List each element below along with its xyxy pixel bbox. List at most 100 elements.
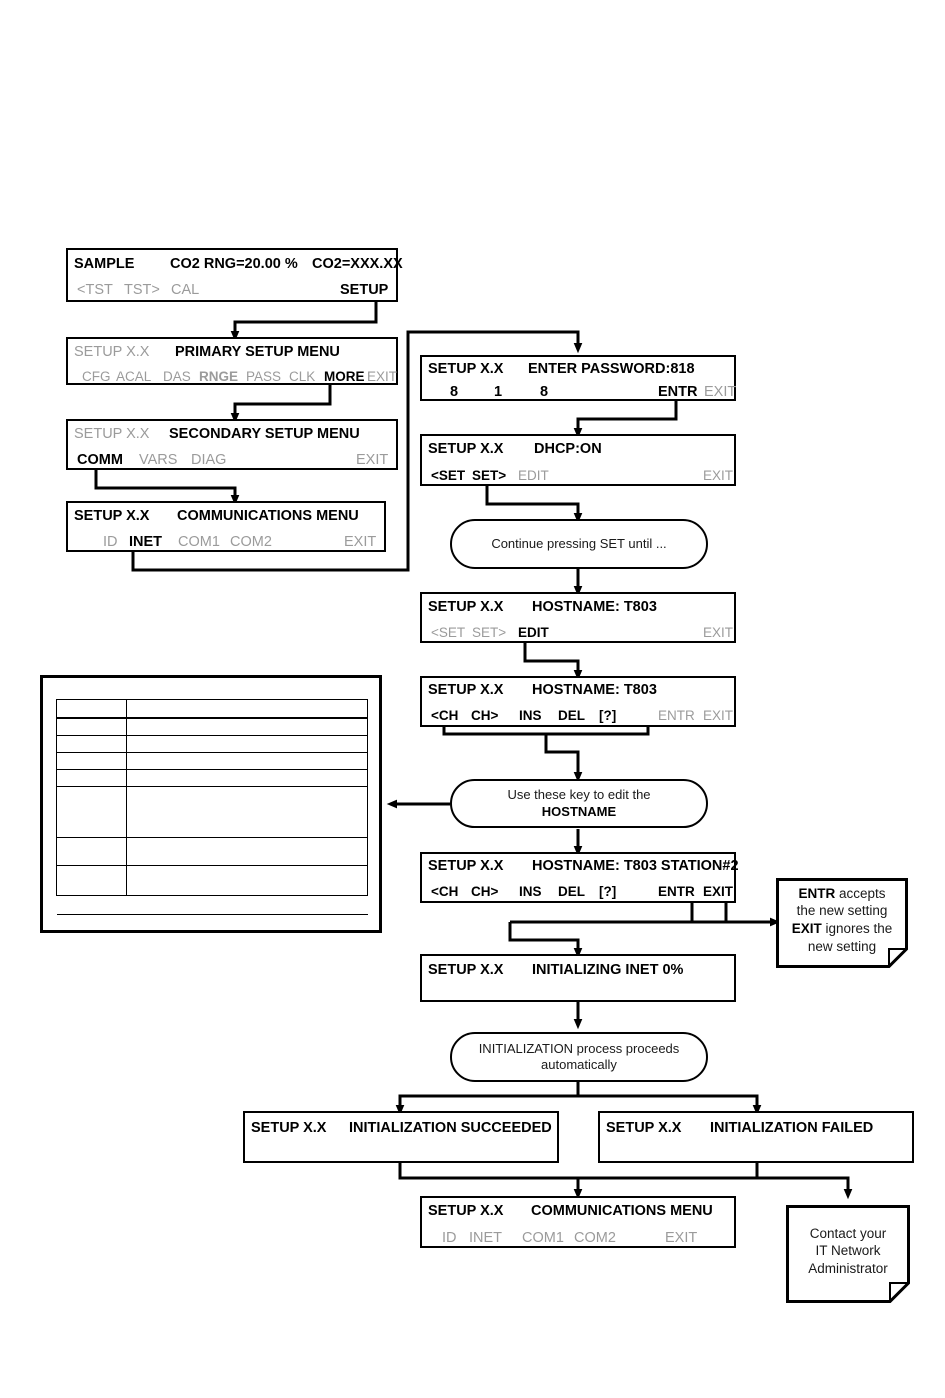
screen-sample: SAMPLE CO2 RNG=20.00 % CO2=XXX.XX <TST T… xyxy=(66,248,403,302)
key-entr[interactable]: ENTR xyxy=(658,884,695,899)
key-question[interactable]: [?] xyxy=(599,884,617,899)
key-exit[interactable]: EXIT xyxy=(703,468,734,483)
key-clk[interactable]: CLK xyxy=(289,369,316,384)
key-pass[interactable]: PASS xyxy=(246,369,282,384)
key-set-next[interactable]: SET> xyxy=(472,625,507,640)
note-use-these-keys: Use these key to edit the HOSTNAME xyxy=(450,779,708,828)
screen-hostname-view: SETUP X.X HOSTNAME: T803 <SET SET> EDIT … xyxy=(420,592,736,643)
key-question[interactable]: [?] xyxy=(599,708,617,723)
entr-keyword: ENTR xyxy=(798,885,836,901)
key-id[interactable]: ID xyxy=(103,534,118,550)
key-set-next[interactable]: SET> xyxy=(472,468,507,483)
screen-title: COMMUNICATIONS MENU xyxy=(177,508,359,524)
note-line2: automatically xyxy=(541,1057,617,1072)
key-edit[interactable]: EDIT xyxy=(518,625,549,640)
mode-label: SETUP X.X xyxy=(428,599,504,615)
key-ch-prev[interactable]: <CH xyxy=(431,708,459,723)
note-text-prefix: Use these key to edit the xyxy=(507,787,651,803)
table-cell-key xyxy=(56,786,127,838)
screen-title: INITIALIZATION SUCCEEDED xyxy=(349,1120,552,1136)
key-ins[interactable]: INS xyxy=(519,884,542,899)
contact-line2: IT Network xyxy=(815,1243,881,1259)
table-cell-desc xyxy=(126,895,368,915)
key-exit[interactable]: EXIT xyxy=(704,384,737,400)
key-diag[interactable]: DIAG xyxy=(191,452,227,468)
note-initialization-automatic: INITIALIZATION process proceeds automati… xyxy=(450,1032,708,1082)
mode-label: SETUP X.X xyxy=(428,682,504,698)
key-com2[interactable]: COM2 xyxy=(574,1230,616,1246)
key-tst-prev[interactable]: <TST xyxy=(77,282,113,298)
key-entr[interactable]: ENTR xyxy=(658,384,698,400)
key-ch-next[interactable]: CH> xyxy=(471,708,499,723)
table-cell-key xyxy=(56,735,127,753)
note-entr-exit: ENTR accepts the new setting EXIT ignore… xyxy=(776,878,908,968)
screen-title: COMMUNICATIONS MENU xyxy=(531,1203,713,1219)
key-exit[interactable]: EXIT xyxy=(665,1230,698,1246)
key-ins[interactable]: INS xyxy=(519,708,542,723)
key-com1[interactable]: COM1 xyxy=(522,1230,564,1246)
key-set-prev[interactable]: <SET xyxy=(431,625,466,640)
key-exit[interactable]: EXIT xyxy=(367,369,398,384)
table-cell-desc xyxy=(126,769,368,787)
mode-label: SETUP X.X xyxy=(428,361,504,377)
password-digit-3[interactable]: 8 xyxy=(540,384,549,400)
key-reference-table-body xyxy=(56,699,368,915)
key-com2[interactable]: COM2 xyxy=(230,534,272,550)
table-cell-key xyxy=(56,769,127,787)
key-exit[interactable]: EXIT xyxy=(356,452,389,468)
contact-line1: Contact your xyxy=(809,1225,887,1241)
screen-dhcp: SETUP X.X DHCP:ON <SET SET> EDIT EXIT xyxy=(420,434,736,486)
key-more[interactable]: MORE xyxy=(324,369,365,384)
sample-reading: CO2=XXX.XX xyxy=(312,256,403,272)
key-inet[interactable]: INET xyxy=(129,534,163,550)
screen-hostname-edit: SETUP X.X HOSTNAME: T803 <CH CH> INS DEL… xyxy=(420,676,736,727)
key-exit[interactable]: EXIT xyxy=(703,708,734,723)
note-shape xyxy=(786,1205,910,1303)
table-row xyxy=(56,837,368,866)
key-inet[interactable]: INET xyxy=(469,1230,503,1246)
screen-title: ENTER PASSWORD:818 xyxy=(528,361,695,377)
key-entr[interactable]: ENTR xyxy=(658,708,695,723)
key-exit[interactable]: EXIT xyxy=(703,625,734,640)
entr-line3: ignores the xyxy=(821,921,893,936)
key-setup[interactable]: SETUP xyxy=(340,282,389,298)
screen-secondary-setup: SETUP X.X SECONDARY SETUP MENU COMM VARS… xyxy=(66,419,398,470)
key-rnge[interactable]: RNGE xyxy=(199,369,239,384)
key-comm[interactable]: COMM xyxy=(77,452,123,468)
key-tst-next[interactable]: TST> xyxy=(124,282,160,298)
key-set-prev[interactable]: <SET xyxy=(431,468,466,483)
table-row xyxy=(56,735,368,753)
key-vars[interactable]: VARS xyxy=(139,452,178,468)
table-row xyxy=(56,865,368,896)
table-cell-key xyxy=(56,865,127,896)
key-das[interactable]: DAS xyxy=(163,369,191,384)
sample-status: SAMPLE xyxy=(74,256,135,272)
screen-initializing-inet: SETUP X.X INITIALIZING INET 0% xyxy=(420,954,736,1002)
mode-label: SETUP X.X xyxy=(74,344,150,360)
password-digit-1[interactable]: 8 xyxy=(450,384,459,400)
table-cell-desc xyxy=(126,735,368,753)
mode-label: SETUP X.X xyxy=(251,1120,327,1136)
key-com1[interactable]: COM1 xyxy=(178,534,220,550)
key-del[interactable]: DEL xyxy=(558,708,585,723)
key-ch-prev[interactable]: <CH xyxy=(431,884,459,899)
key-cfg[interactable]: CFG xyxy=(82,369,111,384)
key-cal[interactable]: CAL xyxy=(171,282,200,298)
key-exit[interactable]: EXIT xyxy=(703,884,734,899)
screen-enter-password: SETUP X.X ENTER PASSWORD:818 8 1 8 ENTR … xyxy=(420,355,736,401)
entr-line2: the new setting xyxy=(796,903,888,919)
screen-initialization-failed: SETUP X.X INITIALIZATION FAILED xyxy=(598,1111,914,1163)
key-acal[interactable]: ACAL xyxy=(116,369,152,384)
exit-keyword: EXIT xyxy=(791,921,822,936)
password-digit-2[interactable]: 1 xyxy=(494,384,503,400)
sample-range: CO2 RNG=20.00 % xyxy=(170,256,298,272)
key-edit[interactable]: EDIT xyxy=(518,468,549,483)
key-del[interactable]: DEL xyxy=(558,884,585,899)
key-exit[interactable]: EXIT xyxy=(344,534,377,550)
key-ch-next[interactable]: CH> xyxy=(471,884,499,899)
screen-title: HOSTNAME: T803 STATION#2 xyxy=(532,858,739,874)
table-cell-key xyxy=(56,717,127,736)
table-cell-desc xyxy=(126,865,368,896)
key-id[interactable]: ID xyxy=(442,1230,457,1246)
